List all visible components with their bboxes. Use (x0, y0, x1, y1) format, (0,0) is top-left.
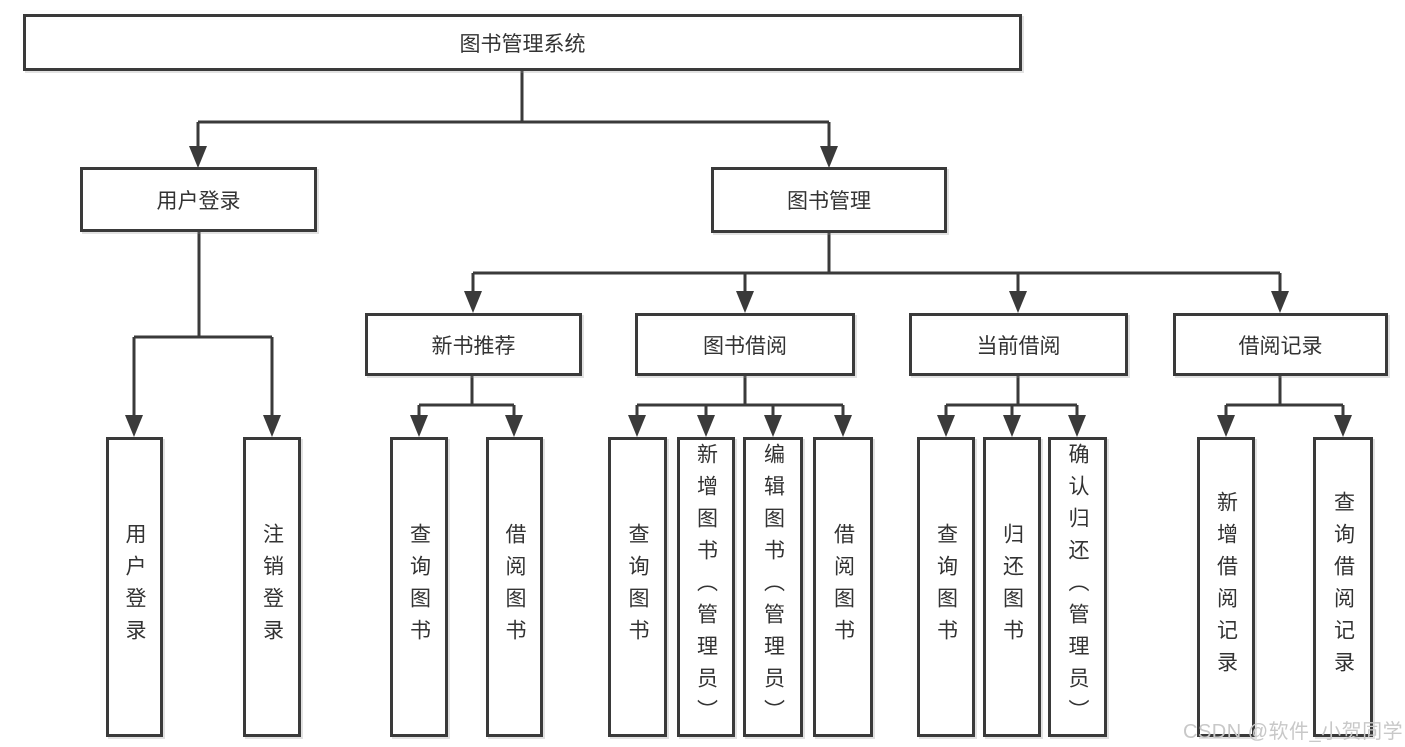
node-label: 借阅记录 (1238, 334, 1323, 358)
node-label: 图书管理 (787, 190, 871, 213)
node-label: 当前借阅 (976, 334, 1061, 358)
node-label: 图书借阅 (703, 334, 787, 358)
node-label: 用户登录 (156, 189, 241, 213)
node-label: 归还图书 (1000, 523, 1024, 651)
leaf-user-login: 用户登录 (106, 437, 163, 737)
node-user-login: 用户登录 (80, 167, 317, 232)
leaf-query-books-borrowing: 查询图书 (608, 437, 667, 737)
node-library-management-system: 图书管理系统 (23, 14, 1022, 71)
node-label: 确认归还（管理员） (1066, 443, 1090, 731)
node-label: 借阅图书 (831, 523, 855, 651)
leaf-confirm-return-admin: 确认归还（管理员） (1048, 437, 1107, 737)
node-label: 查询图书 (934, 523, 958, 651)
node-label: 用户登录 (123, 523, 147, 651)
leaf-add-books-admin: 新增图书（管理员） (677, 437, 735, 737)
node-current-borrowing: 当前借阅 (909, 313, 1128, 376)
node-label: 图书管理系统 (459, 32, 586, 56)
leaf-edit-books-admin: 编辑图书（管理员） (743, 437, 803, 737)
node-label: 查询借阅记录 (1331, 491, 1355, 683)
node-new-book-recommendation: 新书推荐 (365, 313, 582, 376)
node-label: 查询图书 (407, 523, 431, 651)
node-label: 新增借阅记录 (1214, 491, 1238, 683)
leaf-query-borrow-record: 查询借阅记录 (1313, 437, 1373, 737)
node-label: 编辑图书（管理员） (761, 443, 785, 731)
node-book-management: 图书管理 (711, 167, 947, 233)
node-borrowing-records: 借阅记录 (1173, 313, 1388, 376)
csdn-watermark: CSDN @软件_小贺同学 (1183, 721, 1404, 743)
leaf-query-books-current: 查询图书 (917, 437, 975, 737)
leaf-borrow-books: 借阅图书 (813, 437, 873, 737)
leaf-logout: 注销登录 (243, 437, 301, 737)
node-label: 借阅图书 (503, 523, 527, 651)
node-label: 注销登录 (260, 523, 284, 651)
node-label: 查询图书 (626, 523, 650, 651)
leaf-return-books: 归还图书 (983, 437, 1041, 737)
leaf-borrow-books-recommend: 借阅图书 (486, 437, 543, 737)
node-label: 新增图书（管理员） (694, 443, 718, 731)
node-label: 新书推荐 (431, 334, 516, 358)
leaf-query-books-recommend: 查询图书 (390, 437, 448, 737)
node-book-borrowing: 图书借阅 (635, 313, 855, 376)
leaf-add-borrow-record: 新增借阅记录 (1197, 437, 1255, 737)
